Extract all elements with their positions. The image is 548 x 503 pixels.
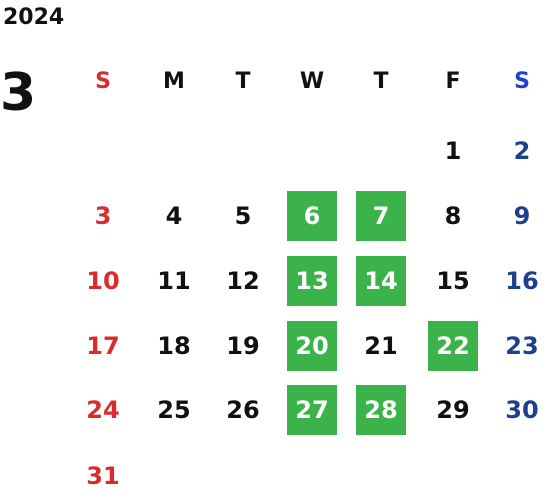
calendar-day[interactable]: 12	[226, 267, 260, 295]
calendar-month: 3	[0, 63, 37, 123]
calendar-day[interactable]: 9	[513, 202, 531, 230]
calendar-day[interactable]: 26	[226, 396, 260, 424]
calendar-day-highlighted[interactable]: 28	[356, 385, 406, 435]
calendar-day-highlighted[interactable]: 6	[287, 191, 337, 241]
calendar-day-highlighted[interactable]: 14	[356, 256, 406, 306]
weekday-label: F	[445, 68, 461, 94]
calendar-day[interactable]: 15	[436, 267, 470, 295]
calendar-day[interactable]: 21	[364, 332, 398, 360]
calendar-day[interactable]: 31	[86, 462, 120, 490]
calendar-day[interactable]: 19	[226, 332, 260, 360]
calendar-day[interactable]: 3	[94, 202, 112, 230]
calendar-day-highlighted[interactable]: 7	[356, 191, 406, 241]
calendar-day[interactable]: 11	[157, 267, 191, 295]
calendar-day-highlighted[interactable]: 20	[287, 321, 337, 371]
calendar-day[interactable]: 1	[444, 137, 462, 165]
calendar-day[interactable]: 4	[165, 202, 183, 230]
calendar-day[interactable]: 8	[444, 202, 462, 230]
weekday-label: S	[514, 68, 530, 94]
calendar-day[interactable]: 10	[86, 267, 120, 295]
weekday-label: T	[235, 68, 251, 94]
calendar-day-highlighted[interactable]: 13	[287, 256, 337, 306]
calendar-day[interactable]: 30	[505, 396, 539, 424]
calendar-day[interactable]: 2	[513, 137, 531, 165]
weekday-label: S	[95, 68, 111, 94]
calendar-day-highlighted[interactable]: 22	[428, 321, 478, 371]
calendar-day[interactable]: 29	[436, 396, 470, 424]
calendar-day[interactable]: 18	[157, 332, 191, 360]
calendar-day[interactable]: 24	[86, 396, 120, 424]
weekday-label: W	[299, 68, 325, 94]
calendar-day[interactable]: 16	[505, 267, 539, 295]
calendar-day[interactable]: 25	[157, 396, 191, 424]
calendar-day[interactable]: 17	[86, 332, 120, 360]
calendar-year: 2024	[3, 5, 65, 30]
calendar-day[interactable]: 23	[505, 332, 539, 360]
calendar-day-highlighted[interactable]: 27	[287, 385, 337, 435]
weekday-label: T	[373, 68, 389, 94]
calendar-day[interactable]: 5	[234, 202, 252, 230]
weekday-label: M	[163, 68, 185, 94]
